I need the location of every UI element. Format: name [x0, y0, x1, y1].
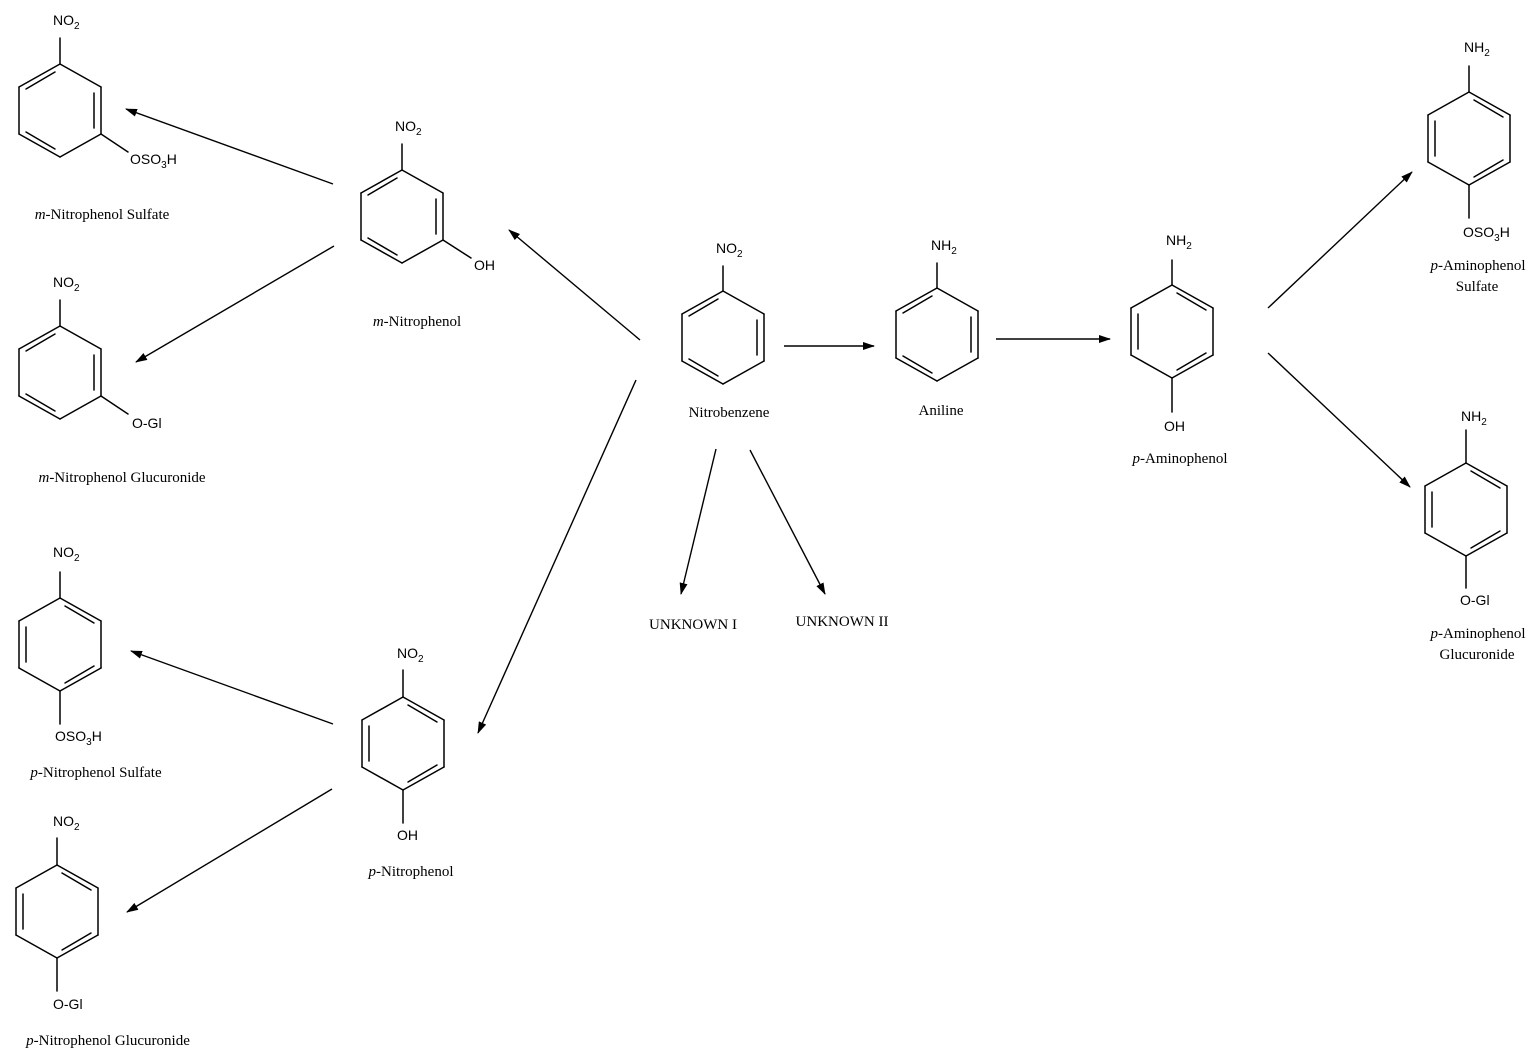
aniline-nh2-group: NH2: [931, 237, 957, 257]
unknown-1-label: UNKNOWN I: [649, 617, 737, 633]
m-nitrophenol-sulfate-structure: [18, 37, 129, 158]
p-nitrophenol-sulfate-no2-group: NO2: [53, 544, 80, 564]
p-nitrophenol-sulfate-structure: [18, 571, 102, 725]
arrow-nitrobenzene-to-m-nitrophenol: [508, 229, 641, 341]
m-nitrophenol-sulfate-label: m-Nitrophenol Sulfate: [35, 207, 170, 223]
nitrobenzene-no2-group: NO2: [716, 240, 743, 260]
p-aminophenol-glucuronide-ogl-group: O-Gl: [1460, 592, 1490, 608]
m-nitrophenol-no2-group: NO2: [395, 118, 422, 138]
m-nitrophenol-glucuronide-structure: [18, 299, 129, 420]
p-nitrophenol-oh-group: OH: [397, 827, 418, 843]
arrow-p-aminophenol-to-glucuronide: [1267, 352, 1411, 488]
p-aminophenol-sulfate-label-line2: Sulfate: [1456, 279, 1499, 295]
p-aminophenol-glucuronide-nh2-group: NH2: [1461, 408, 1487, 428]
arrow-nitrobenzene-to-unknown-2: [749, 449, 826, 595]
arrow-p-nitrophenol-to-glucuronide: [126, 788, 333, 913]
p-nitrophenol-sulfate-label: p-Nitrophenol Sulfate: [29, 765, 162, 781]
p-nitrophenol-label: p-Nitrophenol: [368, 864, 454, 880]
p-aminophenol-nh2-group: NH2: [1166, 232, 1192, 252]
nitrobenzene-structure: [681, 265, 765, 385]
p-aminophenol-sulfate-structure: [1427, 65, 1511, 219]
p-nitrophenol-glucuronide-no2-group: NO2: [53, 813, 80, 833]
arrow-p-nitrophenol-to-sulfate: [130, 650, 334, 725]
p-aminophenol-sulfate-label: p-Aminophenol: [1430, 258, 1526, 274]
nitrobenzene-label: Nitrobenzene: [689, 405, 770, 421]
p-aminophenol-sulfate-nh2-group: NH2: [1464, 39, 1490, 59]
m-nitrophenol-glucuronide-ogl-group: O-Gl: [132, 415, 162, 431]
m-nitrophenol-glucuronide-no2-group: NO2: [53, 274, 80, 294]
m-nitrophenol-oh-group: OH: [474, 257, 495, 273]
p-aminophenol-glucuronide-structure: [1424, 429, 1508, 589]
arrow-m-nitrophenol-to-sulfate: [125, 108, 334, 185]
p-nitrophenol-sulfate-oso3h-group: OSO3H: [55, 728, 102, 748]
p-nitrophenol-glucuronide-label: p-Nitrophenol Glucuronide: [25, 1033, 190, 1049]
p-nitrophenol-no2-group: NO2: [397, 645, 424, 665]
arrow-nitrobenzene-to-unknown-1: [679, 448, 717, 595]
m-nitrophenol-label: m-Nitrophenol: [373, 314, 461, 330]
p-nitrophenol-glucuronide-structure: [15, 837, 99, 992]
p-aminophenol-sulfate-oso3h-group: OSO3H: [1463, 224, 1510, 244]
p-nitrophenol-structure: [361, 669, 445, 824]
m-nitrophenol-structure: [360, 143, 472, 264]
aniline-label: Aniline: [919, 403, 964, 419]
p-nitrophenol-glucuronide-ogl-group: O-Gl: [53, 996, 83, 1012]
unknown-2-label: UNKNOWN II: [796, 614, 889, 630]
p-aminophenol-glucuronide-label: p-Aminophenol: [1430, 626, 1526, 642]
arrow-m-nitrophenol-to-glucuronide: [135, 245, 335, 363]
p-aminophenol-oh-group: OH: [1164, 418, 1185, 434]
arrow-nitrobenzene-to-p-nitrophenol: [477, 379, 637, 734]
p-aminophenol-glucuronide-label-line2: Glucuronide: [1440, 647, 1515, 663]
m-nitrophenol-glucuronide-label: m-Nitrophenol Glucuronide: [38, 470, 205, 486]
p-aminophenol-label: p-Aminophenol: [1132, 451, 1228, 467]
p-aminophenol-structure: [1130, 259, 1214, 413]
aniline-structure: [895, 262, 979, 382]
arrow-p-aminophenol-to-sulfate: [1267, 171, 1413, 309]
m-nitrophenol-sulfate-no2-group: NO2: [53, 12, 80, 32]
m-nitrophenol-sulfate-oso3h-group: OSO3H: [130, 151, 177, 171]
